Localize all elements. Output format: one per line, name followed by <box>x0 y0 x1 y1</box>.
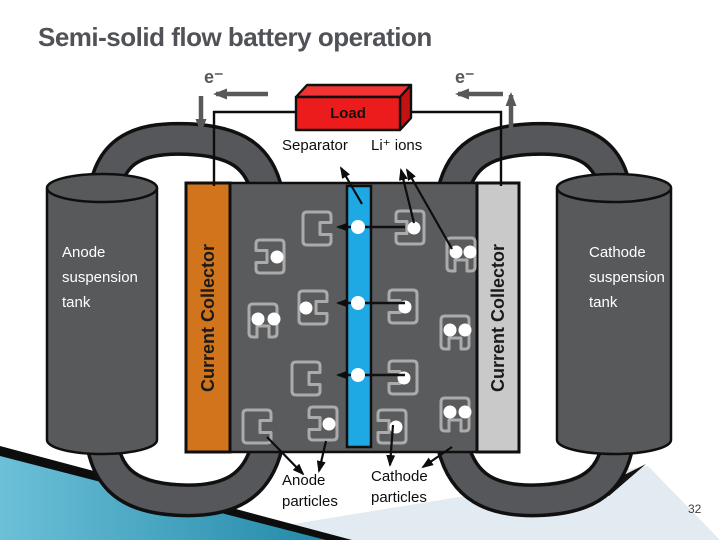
anode-particle-pointer-arrow-1 <box>266 436 305 476</box>
load-front-face <box>294 95 402 132</box>
load-label: Load <box>330 105 366 122</box>
wire-right <box>410 110 503 186</box>
cathode-particle <box>439 396 471 433</box>
li-ion-dot <box>458 323 472 337</box>
li-ion-dot <box>458 405 472 419</box>
anode-particle <box>301 210 333 247</box>
slide-title: Semi-solid flow battery operation <box>38 22 432 52</box>
cathode-particle <box>387 359 419 396</box>
pipe-bottom-right <box>439 417 634 514</box>
page-number: 32 <box>688 502 702 516</box>
anode-particle <box>297 289 329 326</box>
cathode-particle-pointer-arrow-2 <box>421 446 453 469</box>
cathode-particle <box>439 314 471 351</box>
electron-label-right: e⁻ <box>455 67 475 87</box>
li-ion-transfer-layer <box>336 220 405 382</box>
li-ion-dot <box>443 323 457 337</box>
separator-label: Separator <box>282 137 348 154</box>
li-ion-dot-separator <box>351 220 365 234</box>
anode-particle <box>307 405 339 442</box>
anode-current-collector <box>184 181 232 454</box>
cathode-particle <box>394 209 426 246</box>
li-ion-dot <box>270 250 284 264</box>
anode-tank-label: Anode suspension tank <box>62 244 138 311</box>
li-ion-dot <box>443 405 457 419</box>
anode-collector-label: Current Collector <box>198 243 218 393</box>
flow-pipes <box>83 121 637 518</box>
anode-particle <box>290 360 322 397</box>
li-ion-dot-separator <box>351 368 365 382</box>
cathode-current-collector <box>475 181 521 454</box>
li-ion-pointer-arrow-2 <box>406 168 453 250</box>
li-ion-dot <box>299 301 313 315</box>
anode-particles-label: Anode particles <box>282 472 338 510</box>
cathode-particles-label: Cathode particles <box>371 468 428 506</box>
cathode-particle <box>387 288 419 325</box>
anode-particle <box>254 238 286 275</box>
li-ion-dot <box>397 371 411 385</box>
cathode-tank <box>555 172 673 456</box>
load-box <box>294 83 413 132</box>
anode-particle <box>241 408 273 445</box>
li-ion-dot <box>267 312 281 326</box>
pipe-top-right <box>439 125 631 213</box>
li-ion-dot <box>463 245 477 259</box>
load-top-face <box>294 83 413 99</box>
cathode-particle <box>376 408 408 445</box>
separator-pointer-arrow <box>339 166 363 205</box>
anode-tank <box>45 172 159 456</box>
wire-left <box>212 110 296 186</box>
li-ion-dot <box>322 417 336 431</box>
li-ion-dot <box>449 245 463 259</box>
anode-particle-pointer-arrow-2 <box>316 440 328 473</box>
cathode-particle-pointer-arrow-1 <box>386 424 396 467</box>
li-ion-pointer-arrow-1 <box>399 168 416 224</box>
pipe-top-left <box>89 125 281 213</box>
electron-label-left: e⁻ <box>204 67 224 87</box>
pipe-bottom-left <box>86 417 281 514</box>
cathode-collector-label: Current Collector <box>488 243 508 393</box>
cathode-tank-label: Cathode suspension tank <box>589 244 665 311</box>
li-ion-dot <box>251 312 265 326</box>
anode-particle <box>247 302 279 339</box>
li-ion-dot <box>407 221 421 235</box>
li-ions-label: Li⁺ ions <box>371 137 423 154</box>
li-ion-dot-separator <box>351 296 365 310</box>
